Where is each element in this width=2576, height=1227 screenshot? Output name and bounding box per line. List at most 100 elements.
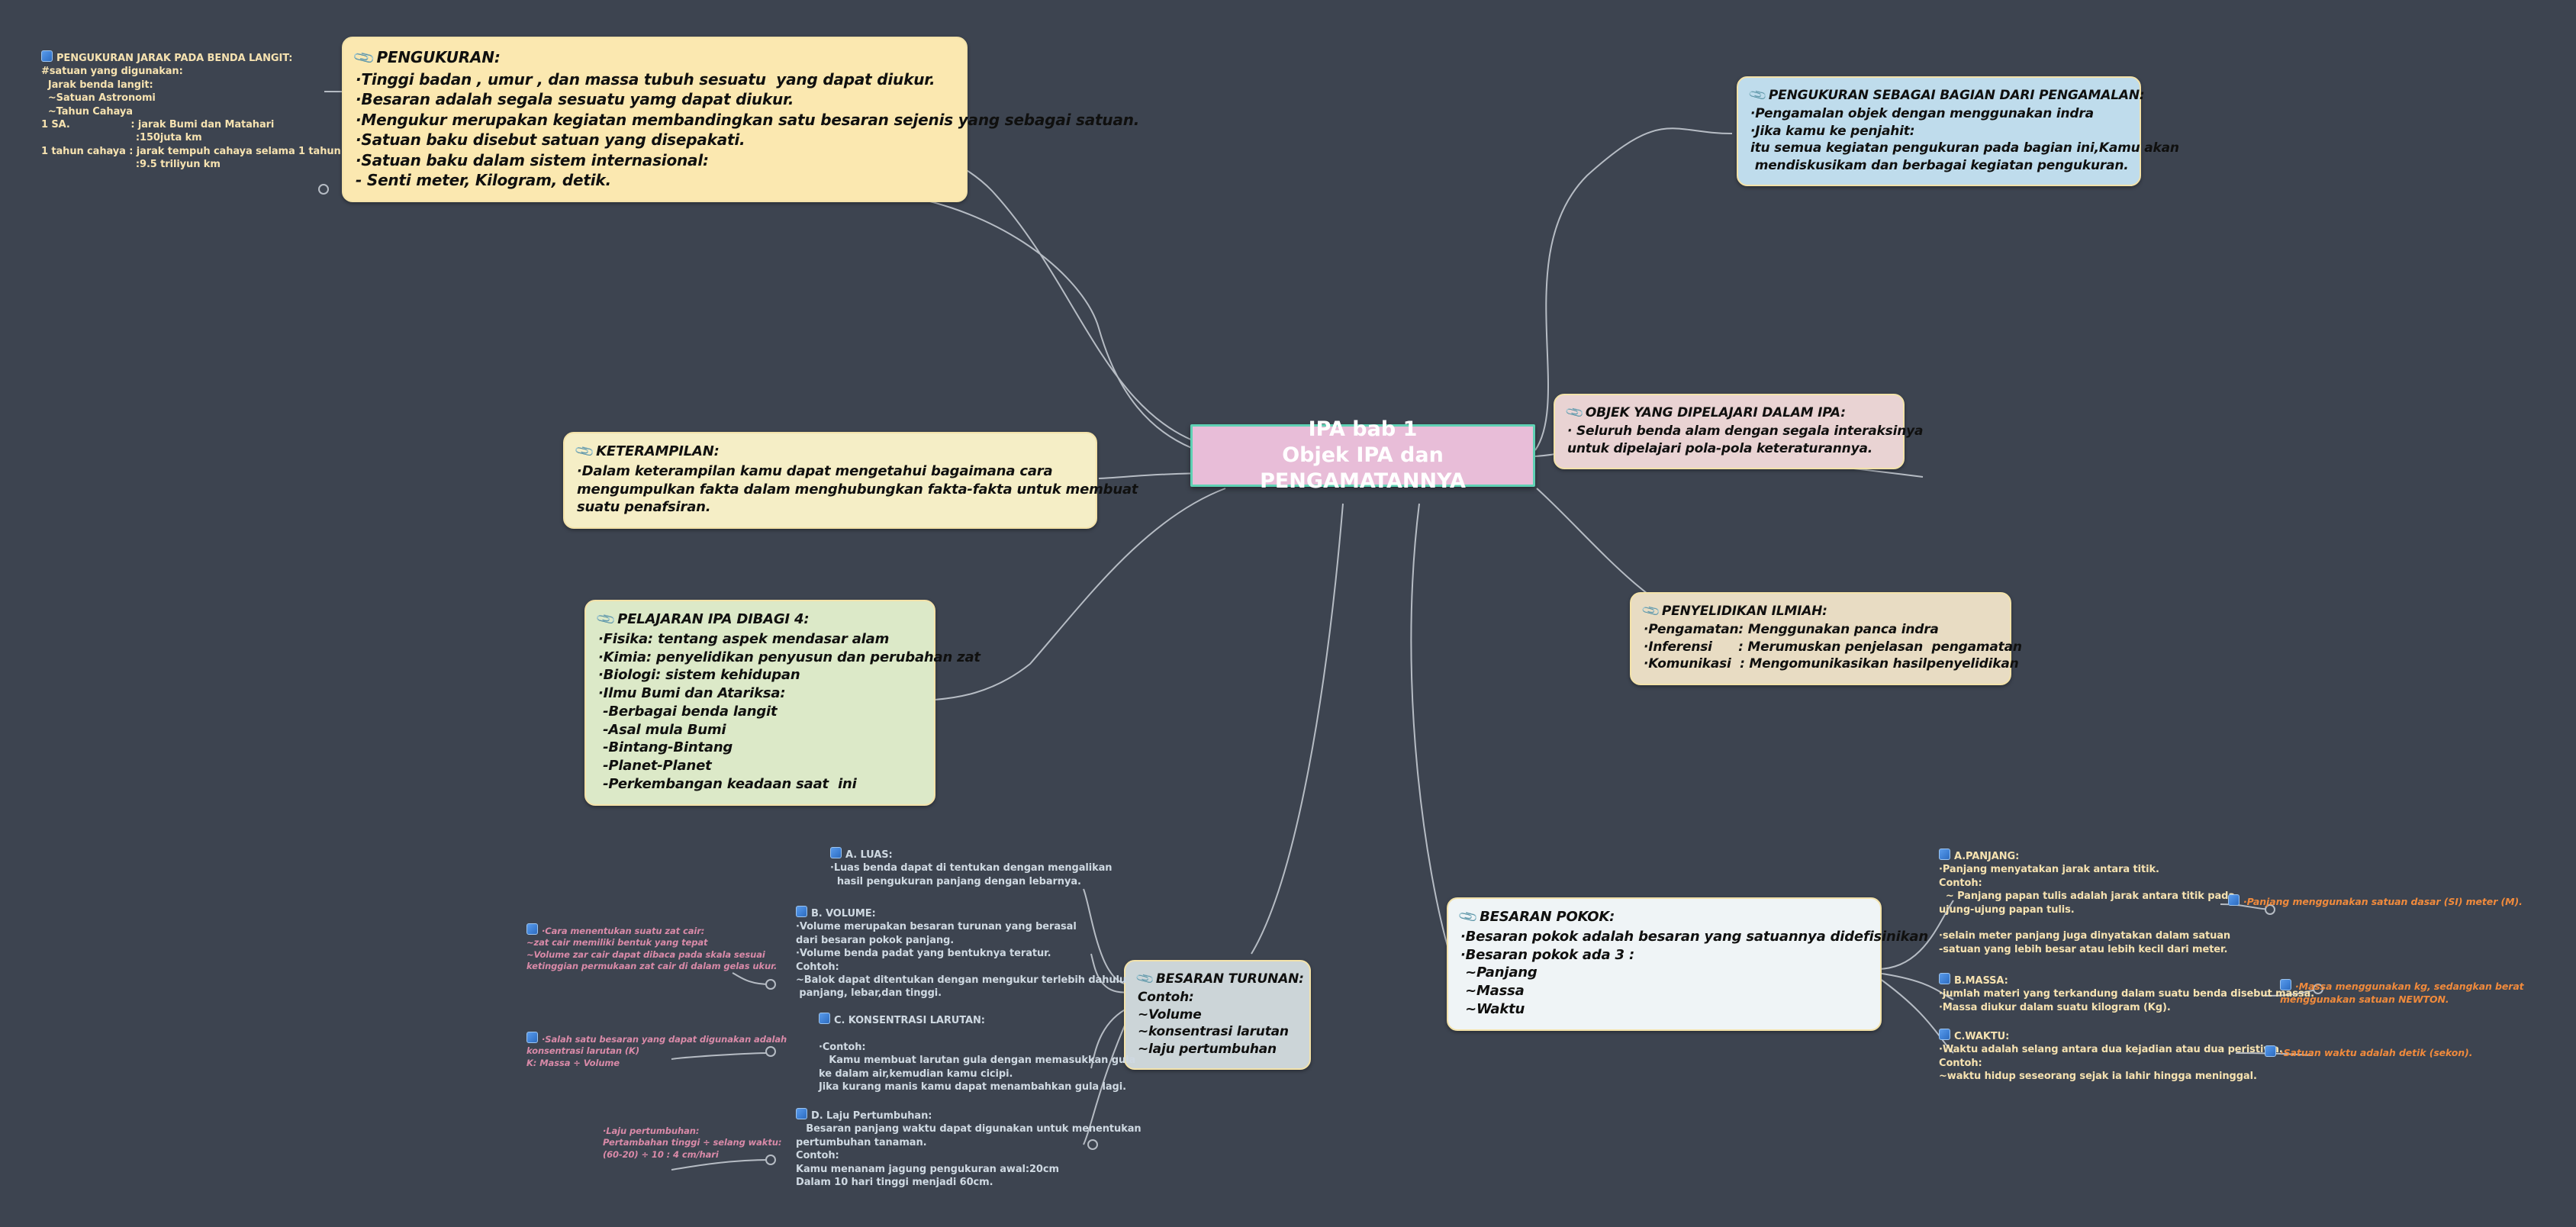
node-besaran-pokok[interactable]: 📎BESARAN POKOK: ·Besaran pokok adalah be… <box>1447 897 1928 1031</box>
node-line: hasil pengukuran panjang dengan lebarnya… <box>830 875 1081 887</box>
node-pengukuran-pengamalan[interactable]: 📎PENGUKURAN SEBAGAI BAGIAN DARI PENGAMAL… <box>1737 76 2179 187</box>
node-konsentrasi-k[interactable]: ·Salah satu besaran yang dapat digunakan… <box>526 1032 787 1069</box>
node-line: ~ Panjang papan tulis adalah jarak antar… <box>1939 890 2236 903</box>
node-line: ·selain meter panjang juga dinyatakan da… <box>1939 930 2231 942</box>
node-c-waktu[interactable]: C.WAKTU: ·Waktu adalah selang antara dua… <box>1939 1029 2283 1084</box>
blue-square-icon <box>2228 894 2240 906</box>
node-besaran-turunan[interactable]: 📎BESARAN TURUNAN: Contoh: ~Volume ~konse… <box>1124 960 1311 1071</box>
node-title: 📎BESARAN TURUNAN: <box>1135 968 1304 990</box>
node-line: ·Besaran pokok ada 3 : <box>1460 946 1634 963</box>
node-line: Cohtoh: <box>796 961 839 973</box>
node-line: -Berbagai benda langit <box>598 703 778 720</box>
node-pelajaran-ipa[interactable]: 📎PELAJARAN IPA DIBAGI 4: ·Fisika: tentan… <box>584 600 980 806</box>
node-line: (60-20) ÷ 10 : 4 cm/hari <box>603 1148 719 1160</box>
blue-square-icon <box>1939 1029 1950 1040</box>
node-pengukuran[interactable]: 📎PENGUKURAN: ·Tinggi badan , umur , dan … <box>342 37 1140 203</box>
node-line: · Seluruh benda alam dengan segala inter… <box>1567 423 1924 440</box>
node-line: ~Panjang <box>1460 965 1538 981</box>
node-keterampilan[interactable]: 📎KETERAMPILAN: ·Dalam keterampilan kamu … <box>563 432 1138 529</box>
node-zat-cair[interactable]: ·Cara menentukan suatu zat cair: ~zat ca… <box>526 923 786 973</box>
node-objek-ipa[interactable]: 📎OBJEK YANG DIPELAJARI DALAM IPA: · Selu… <box>1554 394 1924 470</box>
node-line: Dalam 10 hari tinggi menjadi 60cm. <box>796 1177 993 1189</box>
node-line: -satuan yang lebih besar atau lebih keci… <box>1939 943 2228 955</box>
node-title: 📎KETERAMPILAN: <box>574 440 720 463</box>
node-line: pertumbuhan tanaman. <box>796 1136 927 1148</box>
node-line: ·jumlah materi yang terkandung dalam sua… <box>1939 988 2314 1000</box>
node-line: ·Tinggi badan , umur , dan massa tubuh s… <box>356 70 935 89</box>
node-line: ~waktu hidup seseorang sejak ia lahir hi… <box>1939 1071 2257 1083</box>
node-title: B. VOLUME: <box>796 906 1101 920</box>
node-line: ·Salah satu besaran yang dapat digunakan… <box>526 1032 787 1045</box>
node-line: Jarak benda langit: <box>41 79 153 91</box>
node-line: ·Panjang menggunakan satuan dasar (SI) m… <box>2228 894 2549 909</box>
node-line: konsentrasi larutan (K) <box>526 1045 640 1057</box>
node-line: ·Besaran pokok adalah besaran yang satua… <box>1460 928 1928 945</box>
node-line: Kamu membuat larutan gula dengan memasuk… <box>819 1055 1136 1067</box>
node-line: ·Pengamatan: Menggunakan panca indra <box>1644 622 1939 638</box>
node-line: ~Volume zar cair dapat dibaca pada skala… <box>526 948 765 960</box>
node-line: Besaran panjang waktu dapat digunakan un… <box>796 1123 1141 1135</box>
paperclip-icon: 📎 <box>595 608 617 631</box>
node-title: 📎PELAJARAN IPA DIBAGI 4: <box>595 608 810 631</box>
blue-square-icon <box>526 1032 538 1043</box>
node-title: 📎BESARAN POKOK: <box>1457 906 1615 929</box>
node-b-volume[interactable]: B. VOLUME: ·Volume merupakan besaran tur… <box>796 906 1126 1000</box>
node-line: panjang, lebar,dan tinggi. <box>796 987 942 1000</box>
node-massa-newton[interactable]: ·Massa menggunakan kg, sedangkan berat m… <box>2280 979 2555 1006</box>
node-title: 📎OBJEK YANG DIPELAJARI DALAM IPA: <box>1564 402 1846 423</box>
node-line: Pertambahan tinggi ÷ selang waktu: <box>603 1137 782 1148</box>
node-d-laju[interactable]: D. Laju Pertumbuhan: Besaran panjang wak… <box>796 1108 1141 1189</box>
blue-square-icon <box>830 847 842 858</box>
node-line: ~Satuan Astronomi <box>41 92 156 105</box>
node-panjang-si[interactable]: ·Panjang menggunakan satuan dasar (SI) m… <box>2228 894 2549 909</box>
node-line: menggunakan satuan NEWTON. <box>2280 993 2449 1005</box>
node-line: ·Pengamalan objek dengan menggunakan ind… <box>1750 106 2094 122</box>
node-line: Contoh: <box>1939 877 1982 889</box>
node-line: ·Volume benda padat yang bentuknya terat… <box>796 948 1051 960</box>
node-satuan-waktu[interactable]: ·Satuan waktu adalah detik (sekon). <box>2265 1045 2555 1060</box>
paperclip-icon: 📎 <box>574 440 596 463</box>
blue-square-icon <box>796 1108 807 1119</box>
node-b-massa[interactable]: B.MASSA: ·jumlah materi yang terkandung … <box>1939 973 2314 1014</box>
paperclip-icon: 📎 <box>1135 968 1156 990</box>
node-line: ·Laju pertumbuhan: <box>603 1126 700 1136</box>
node-line: ·Panjang menyatakan jarak antara titik. <box>1939 864 2159 876</box>
node-penyelidikan-ilmiah[interactable]: 📎PENYELIDIKAN ILMIAH: ·Pengamatan: Mengg… <box>1630 592 2022 685</box>
node-a-luas[interactable]: A. LUAS: ·Luas benda dapat di tentukan d… <box>830 847 1135 888</box>
node-line: ·Besaran adalah segala sesuatu yamg dapa… <box>356 90 794 109</box>
node-line <box>1939 916 2244 929</box>
node-line: ~konsentrasi larutan <box>1138 1024 1289 1040</box>
node-line: ·Inferensi : Merumuskan penjelasan penga… <box>1644 639 2022 655</box>
blue-square-icon <box>1939 973 1950 984</box>
node-laju-pertumbuhan[interactable]: ·Laju pertumbuhan: Pertambahan tinggi ÷ … <box>603 1126 862 1161</box>
node-line: ·Fisika: tentang aspek mendasar alam <box>598 630 890 647</box>
node-a-panjang[interactable]: A.PANJANG: ·Panjang menyatakan jarak ant… <box>1939 849 2244 956</box>
blue-square-icon <box>2280 979 2291 990</box>
blue-square-icon <box>2265 1045 2276 1057</box>
node-line: ·Satuan baku dalam sistem internasional: <box>356 150 709 169</box>
node-line: -Perkembangan keadaan saat ini <box>598 775 857 792</box>
node-line: ·Satuan baku disebut satuan yang disepak… <box>356 130 745 150</box>
node-pengukuran-jarak[interactable]: PENGUKURAN JARAK PADA BENDA LANGIT: #sat… <box>41 50 346 172</box>
node-c-konsentrasi[interactable]: C. KONSENTRASI LARUTAN: ·Contoh: Kamu me… <box>819 1013 1136 1093</box>
node-line: ·Mengukur merupakan kegiatan membandingk… <box>356 110 1140 129</box>
node-line: ~zat cair memiliki bentuk yang tepat <box>526 937 708 948</box>
node-line: -Asal mula Bumi <box>598 721 726 738</box>
node-line: ~laju pertumbuhan <box>1138 1041 1277 1057</box>
node-line: Contoh: <box>1939 1057 1982 1069</box>
node-line: ·Dalam keterampilan kamu dapat mengetahu… <box>577 462 1053 479</box>
node-title: D. Laju Pertumbuhan: <box>796 1108 1101 1122</box>
node-title: PENGUKURAN JARAK PADA BENDA LANGIT: <box>41 50 346 65</box>
blue-square-icon <box>526 923 538 935</box>
central-node[interactable]: IPA bab 1 Objek IPA dan PENGAMATANNYA <box>1190 417 1535 493</box>
blue-square-icon <box>819 1013 830 1024</box>
paperclip-icon: 📎 <box>352 46 377 70</box>
node-line: ke dalam air,kemudian kamu cicipi. <box>819 1068 1013 1080</box>
node-line: ·Satuan waktu adalah detik (sekon). <box>2265 1045 2555 1060</box>
node-line: ·Volume merupakan besaran turunan yang b… <box>796 921 1077 933</box>
node-line: Contoh: <box>1138 990 1194 1006</box>
node-line: ·Waktu adalah selang antara dua kejadian… <box>1939 1044 2283 1056</box>
node-line: 1 tahun cahaya : jarak tempuh cahaya sel… <box>41 145 341 157</box>
paperclip-icon: 📎 <box>1747 85 1769 106</box>
